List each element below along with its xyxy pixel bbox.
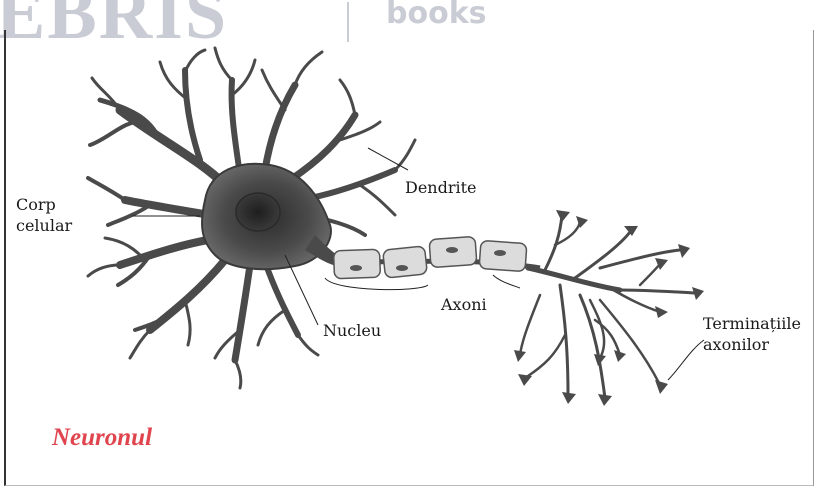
figure-title: Neuronul (52, 424, 152, 452)
myelin-sheath (334, 236, 527, 278)
label-axoni: Axoni (441, 294, 487, 315)
label-dendrite: Dendrite (405, 177, 477, 198)
label-corp-celular: Corp celular (16, 194, 72, 236)
nucleus (236, 193, 280, 231)
axon-terminals (520, 215, 695, 398)
terminal-boutons (514, 210, 704, 406)
axon (334, 236, 540, 278)
label-terminatii-axonilor: Terminațiile axonilor (703, 313, 801, 355)
label-nucleu: Nucleu (323, 320, 381, 341)
